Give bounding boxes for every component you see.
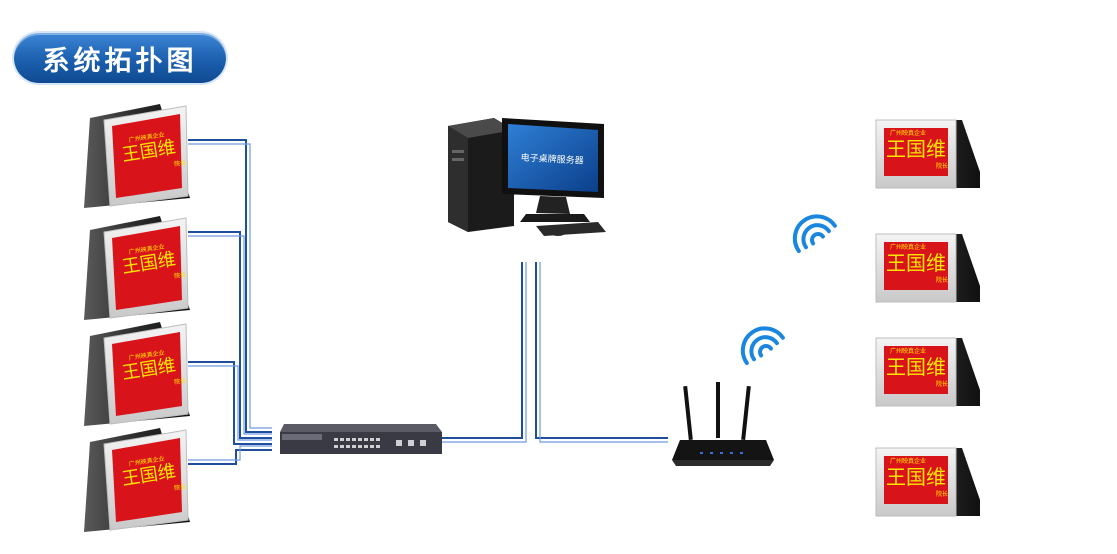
nameplate-org: 广州映真企业 [890, 244, 927, 251]
diagram-title: 系统拓扑图 [42, 45, 198, 77]
server-computer: 电子桌牌服务器 [448, 118, 606, 236]
nameplate-role: 院长 [935, 491, 948, 498]
wifi-icon [792, 214, 837, 253]
desktop-computer-icon [448, 118, 606, 236]
nameplate-name: 王国维 [886, 355, 946, 379]
nameplate-role: 院长 [935, 381, 948, 388]
wifi-icon [740, 326, 785, 365]
switch-icon [280, 424, 442, 454]
wired-links [188, 139, 668, 465]
nameplate-role: 院长 [935, 163, 948, 170]
nameplate-role: 院长 [935, 277, 948, 284]
server-screen-text: 电子桌牌服务器 [520, 151, 584, 166]
nameplate-name: 王国维 [886, 251, 946, 275]
nameplate-org: 广州映真企业 [890, 458, 927, 465]
title-badge: 系统拓扑图 [14, 33, 226, 83]
nameplate-org: 广州映真企业 [890, 348, 927, 355]
router-icon [672, 382, 774, 466]
nameplate-org: 广州映真企业 [890, 130, 927, 137]
nameplate-name: 王国维 [886, 465, 946, 489]
nameplate-name: 王国维 [886, 137, 946, 161]
